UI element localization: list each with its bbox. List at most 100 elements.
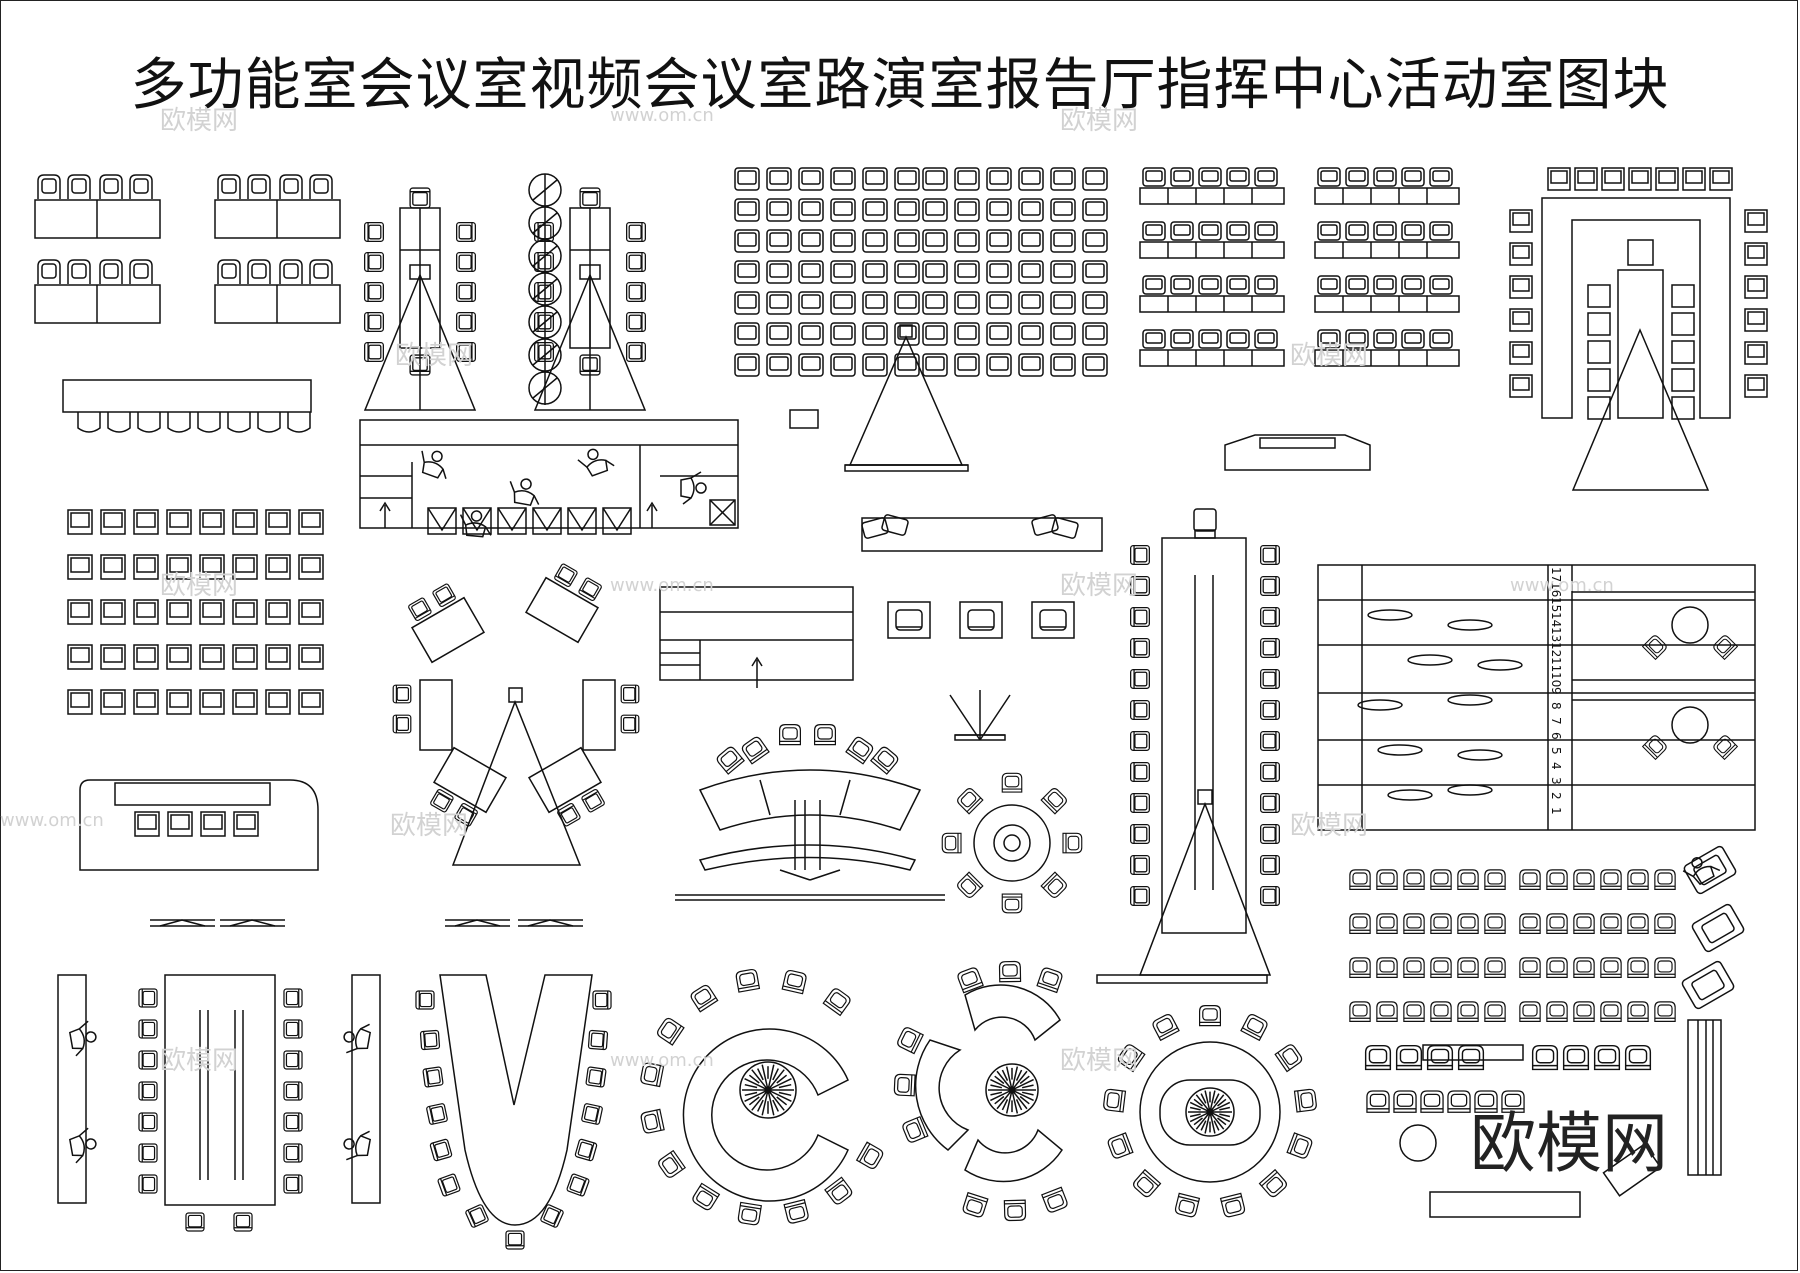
armchair-shell [1395,1044,1423,1071]
plant-leaf [761,1064,769,1091]
armchair-back [698,997,717,1010]
plant-center [764,1086,772,1094]
armchair-back [1042,1189,1063,1199]
plant-leaf [767,1069,785,1091]
tripod-leg [181,919,206,927]
chair [1130,886,1150,906]
armchair-back [1221,1195,1242,1203]
chair-back [579,1178,588,1196]
seat [67,689,93,715]
armchair [1600,913,1622,934]
sofa-chair [861,517,889,539]
plant-leaf [1015,1099,1023,1111]
armchair-shell [957,871,984,898]
wall-panel [351,974,381,1204]
seat-cushion [1085,294,1105,309]
seat [830,322,856,346]
armchair-seat [1039,609,1067,631]
chair-cushion [622,716,636,732]
seat-cushion [1021,325,1041,340]
chair-seat [540,1204,564,1228]
seat [922,291,948,315]
armchair [1641,635,1667,661]
armchair-back [1119,1090,1123,1112]
spotlight-base [954,734,1006,741]
seat [1373,329,1397,349]
armchair [1403,1001,1425,1022]
seat-cushion [136,557,156,573]
chair-cushion [628,314,642,330]
armchair-shell [1152,1014,1180,1042]
armchair-back [962,981,983,991]
armchair-seat [1433,960,1449,973]
armchair-shell [1484,869,1506,890]
chair [1260,545,1280,565]
armchair-back [725,757,743,773]
armchair-seat [1648,738,1664,754]
armchair [1484,1001,1506,1022]
view-cone [451,699,582,866]
chair-seat [626,282,646,302]
seat [1226,329,1250,349]
armchair [1641,735,1667,761]
chair [1260,607,1280,627]
armchair-seat [852,740,870,757]
seat [265,599,291,625]
auditorium-seat-grid-center [734,167,1108,472]
plant-leaf [1005,1089,1013,1114]
seat-cushion [801,232,821,247]
chair-cushion [435,586,453,603]
spotlight [949,690,1011,741]
seat [1170,167,1194,187]
sofa-chair [881,514,909,536]
armchair-back [1297,1090,1301,1112]
seat [232,599,258,625]
seat-cushion [1512,344,1530,358]
seat [1509,374,1533,398]
seat-cushion [1201,278,1219,290]
chair-seat [419,1029,441,1051]
seat [1628,167,1652,191]
armchair-seat [897,1077,910,1093]
person-body [421,461,444,479]
chair [283,1112,303,1132]
chair-cushion [458,224,472,240]
seat-cushion [235,647,255,663]
seat [734,291,760,315]
chair [137,412,161,433]
seat [1082,322,1108,346]
seat [1509,341,1533,365]
seat [862,229,888,253]
seat-cushion [737,201,757,216]
chair-cushion [142,1114,156,1130]
chair-seat [364,312,384,332]
armchair [1240,1014,1268,1042]
armchair [957,788,984,815]
ellipse-mark [1367,609,1413,621]
chair-seat [251,178,267,194]
armchair [1219,1192,1246,1218]
chair-cushion [1262,764,1276,780]
watermark: 欧模网 [390,811,469,841]
seat-cushion [1747,212,1765,226]
armchair-seat [1004,775,1020,788]
seat-cushion [737,232,757,247]
stage-with-presenters [359,419,739,538]
tripod-leg [549,919,574,927]
plant-leaf [767,1089,775,1116]
seat-cushion [1747,377,1765,391]
seat [798,353,824,377]
chair [456,282,476,302]
armchair [1546,957,1568,978]
chair-shell [67,174,91,199]
plant-leaf [756,1099,764,1112]
armchair-seat [1352,1004,1368,1017]
chair [456,312,476,332]
chair-cushion [368,314,382,330]
seat-cushion [989,232,1009,247]
seat [1082,229,1108,253]
seat [67,599,93,625]
armchair-shell [1546,869,1568,890]
table [1429,1191,1581,1218]
sofa-seat [881,514,909,536]
